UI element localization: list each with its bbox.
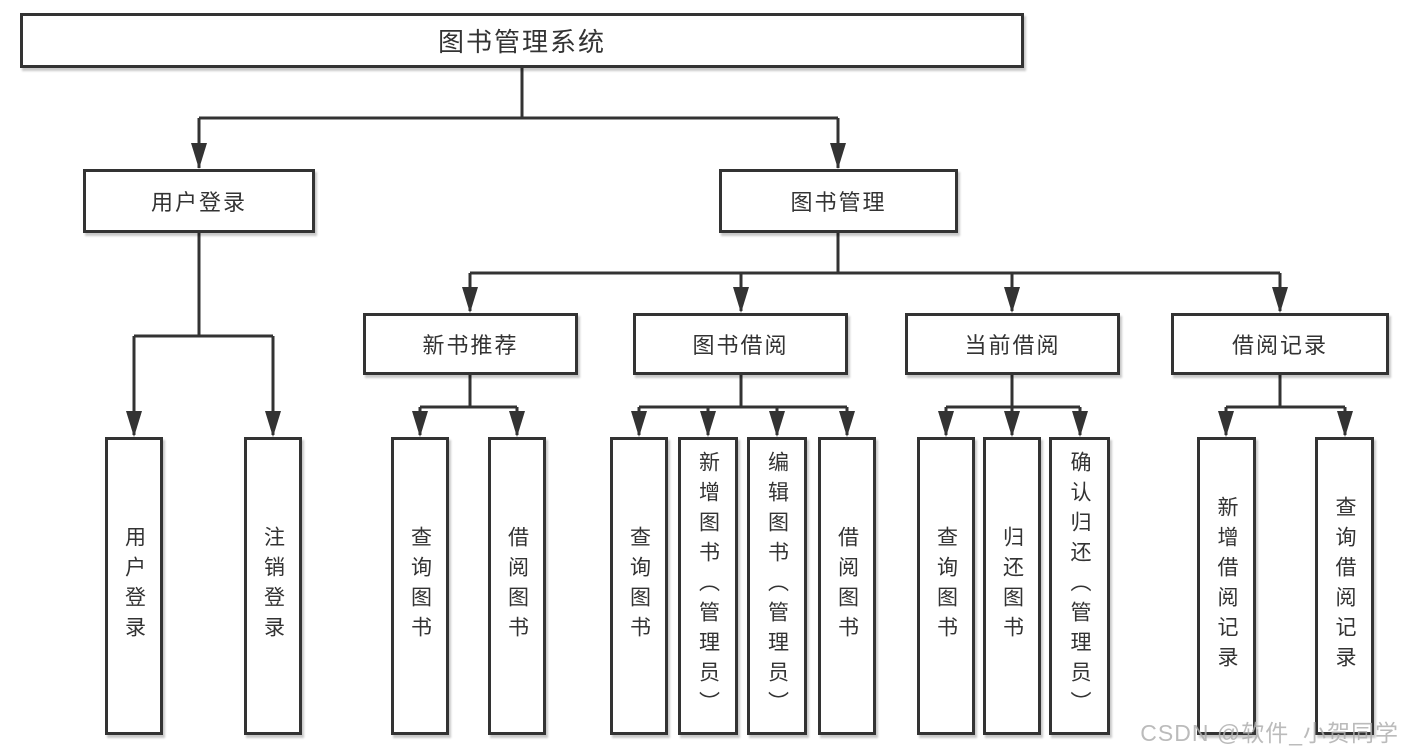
node-book-management: 图书管理 [719, 169, 958, 233]
leaf-borrow-query-book-label: 查询图书 [627, 526, 651, 646]
node-current-borrow: 当前借阅 [905, 313, 1120, 375]
node-borrow-records: 借阅记录 [1171, 313, 1389, 375]
arrow-icon [126, 411, 142, 437]
node-new-book-recommend-label: 新书推荐 [422, 333, 519, 358]
connector-new-book [418, 375, 519, 435]
leaf-records-query-record-label: 查询借阅记录 [1333, 496, 1356, 676]
leaf-records-query-record: 查询借阅记录 [1315, 437, 1374, 735]
node-borrow-records-label: 借阅记录 [1231, 333, 1328, 358]
leaf-logout-login: 注销登录 [244, 437, 302, 735]
connector-book-borrow [637, 375, 849, 435]
arrow-icon [191, 143, 207, 169]
node-book-management-label: 图书管理 [790, 190, 887, 215]
leaf-borrow-borrow-book-label: 借阅图书 [835, 526, 859, 646]
leaf-borrow-edit-book: 编辑图书（管理员） [747, 437, 807, 735]
arrow-icon [1004, 287, 1020, 313]
leaf-borrow-borrow-book: 借阅图书 [818, 437, 876, 735]
leaf-current-return-book-label: 归还图书 [1000, 526, 1024, 646]
arrow-icon [412, 411, 428, 437]
node-user-login-label: 用户登录 [150, 190, 247, 215]
leaf-recommend-query-book: 查询图书 [391, 437, 449, 735]
node-book-borrow: 图书借阅 [633, 313, 848, 375]
node-root: 图书管理系统 [20, 13, 1024, 68]
arrow-icon [265, 411, 281, 437]
leaf-current-query-book-label: 查询图书 [934, 526, 958, 646]
arrow-icon [938, 411, 954, 437]
leaf-records-add-record-label: 新增借阅记录 [1215, 496, 1238, 676]
leaf-current-return-book: 归还图书 [983, 437, 1041, 735]
node-root-label: 图书管理系统 [437, 27, 606, 57]
node-book-borrow-label: 图书借阅 [692, 333, 789, 358]
leaf-current-query-book: 查询图书 [917, 437, 975, 735]
arrow-icon [1272, 287, 1288, 313]
arrow-icon [769, 411, 785, 437]
csdn-watermark: CSDN @软件_小贺同学 [1140, 720, 1399, 746]
arrow-icon [1004, 411, 1020, 437]
node-current-borrow-label: 当前借阅 [964, 333, 1061, 358]
arrow-icon [700, 411, 716, 437]
leaf-recommend-query-book-label: 查询图书 [408, 526, 432, 646]
leaf-user-login-label: 用户登录 [122, 526, 146, 646]
arrowheads [126, 143, 1353, 437]
connector-borrow-records [1224, 375, 1347, 435]
leaf-current-confirm-return: 确认归还（管理员） [1049, 437, 1110, 735]
arrow-icon [509, 411, 525, 437]
leaf-borrow-edit-book-label: 编辑图书（管理员） [765, 451, 789, 721]
connector-user-login [132, 233, 275, 435]
leaf-user-login: 用户登录 [105, 437, 163, 735]
leaf-borrow-query-book: 查询图书 [610, 437, 668, 735]
arrow-icon [462, 287, 478, 313]
arrow-icon [631, 411, 647, 437]
leaf-recommend-borrow-book-label: 借阅图书 [505, 526, 529, 646]
node-user-login: 用户登录 [83, 169, 315, 233]
leaf-borrow-add-book-label: 新增图书（管理员） [696, 451, 720, 721]
connector-root [197, 68, 840, 168]
arrow-icon [733, 287, 749, 313]
arrow-icon [1072, 411, 1088, 437]
node-new-book-recommend: 新书推荐 [363, 313, 578, 375]
leaf-logout-login-label: 注销登录 [261, 526, 285, 646]
leaf-borrow-add-book: 新增图书（管理员） [678, 437, 738, 735]
arrow-icon [1218, 411, 1234, 437]
connector-book-management [468, 233, 1282, 311]
leaf-current-confirm-return-label: 确认归还（管理员） [1068, 451, 1091, 721]
leaf-recommend-borrow-book: 借阅图书 [488, 437, 546, 735]
arrow-icon [830, 143, 846, 169]
arrow-icon [1337, 411, 1353, 437]
leaf-records-add-record: 新增借阅记录 [1197, 437, 1256, 735]
arrow-icon [839, 411, 855, 437]
